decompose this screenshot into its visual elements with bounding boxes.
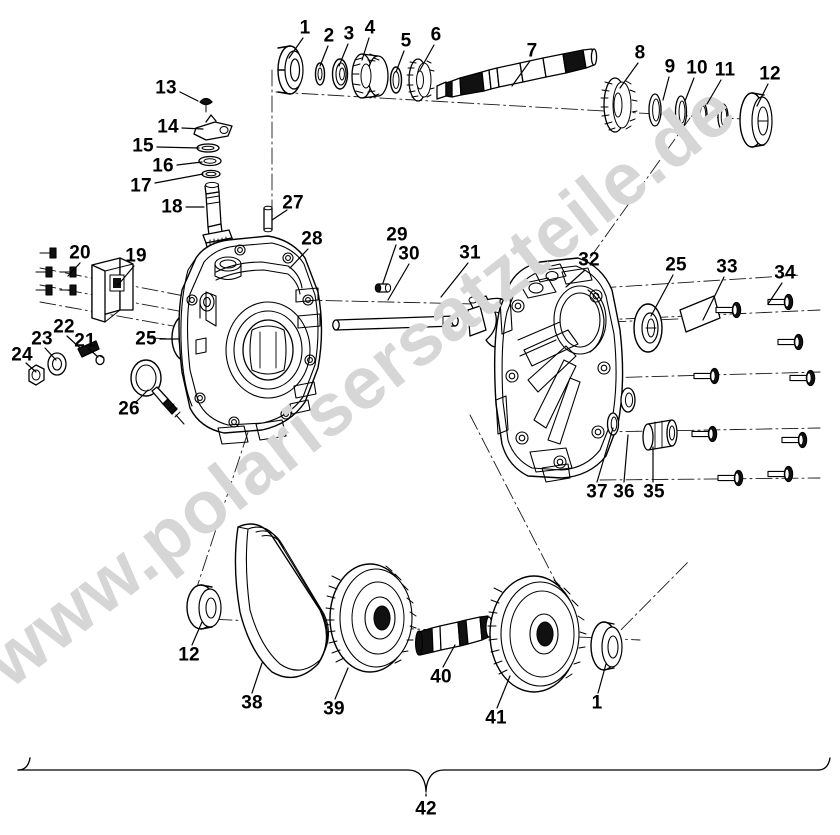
callout-23[interactable]: 23: [31, 328, 53, 350]
callout-37[interactable]: 37: [586, 481, 608, 503]
callout-leader-33: [702, 276, 725, 321]
callout-29[interactable]: 29: [386, 224, 408, 246]
callout-leader-36: [623, 434, 629, 483]
callout-25[interactable]: 25: [135, 328, 157, 350]
callout-leader-1: [288, 37, 304, 59]
callout-leader-13: [179, 91, 199, 102]
callout-33[interactable]: 33: [716, 256, 738, 278]
callout-leader-4: [361, 37, 370, 61]
callout-leader-21: [87, 347, 99, 358]
callout-20[interactable]: 20: [69, 242, 91, 264]
callout-34[interactable]: 34: [774, 262, 796, 284]
callout-leader-29: [382, 244, 397, 284]
callout-leader-30: [387, 263, 410, 301]
callout-21[interactable]: 21: [74, 330, 96, 352]
callout-8[interactable]: 8: [634, 42, 646, 64]
callout-leader-37: [596, 427, 614, 483]
callout-16[interactable]: 16: [152, 155, 174, 177]
callout-1b[interactable]: 1: [591, 692, 603, 714]
callout-22[interactable]: 22: [53, 316, 75, 338]
callout-leader-8: [619, 62, 639, 89]
callout-14[interactable]: 14: [157, 116, 179, 138]
callout-leader-17: [154, 173, 204, 184]
callout-leader-40: [442, 644, 456, 668]
callout-leader-32: [565, 269, 586, 288]
callout-leader-34: [767, 282, 783, 305]
callout-leader-12b: [191, 621, 203, 646]
callout-35[interactable]: 35: [643, 481, 665, 503]
callout-27[interactable]: 27: [282, 192, 304, 214]
callout-leader-10: [684, 77, 695, 102]
callout-1[interactable]: 1: [299, 17, 311, 39]
callout-11[interactable]: 11: [714, 59, 736, 81]
callout-42[interactable]: 42: [415, 798, 437, 820]
callout-leader-3: [338, 43, 349, 67]
callout-leader-26: [135, 389, 149, 403]
callout-24[interactable]: 24: [11, 344, 33, 366]
callout-17[interactable]: 17: [130, 175, 152, 197]
callout-10[interactable]: 10: [686, 57, 708, 79]
callout-leader-31: [440, 262, 469, 298]
callout-31[interactable]: 31: [459, 242, 481, 264]
callout-leader-1b: [597, 663, 607, 694]
callout-leader-23: [44, 347, 57, 361]
callout-18[interactable]: 18: [161, 196, 183, 218]
callout-38[interactable]: 38: [241, 692, 263, 714]
callout-leader-28: [289, 248, 309, 269]
callout-leader-16: [176, 161, 203, 166]
callout-41[interactable]: 41: [485, 707, 507, 729]
callout-leader-2: [319, 45, 329, 67]
callout-leader-38: [251, 662, 263, 694]
callout-leader-25b: [650, 274, 674, 317]
callout-leader-24: [25, 362, 37, 373]
callout-leader-5: [395, 50, 405, 73]
callout-leader-20: [67, 262, 81, 277]
callout-2[interactable]: 2: [323, 25, 335, 47]
callout-leader-19: [117, 265, 135, 286]
callout-leader-22: [66, 335, 81, 349]
callout-leader-11: [706, 79, 722, 105]
callout-12b[interactable]: 12: [178, 644, 200, 666]
callout-5[interactable]: 5: [400, 30, 412, 52]
callout-leader-12: [756, 83, 769, 107]
callout-36[interactable]: 36: [613, 481, 635, 503]
callout-30[interactable]: 30: [398, 243, 420, 265]
callout-leader-27: [271, 209, 288, 221]
callout-28[interactable]: 28: [301, 228, 323, 250]
callout-6[interactable]: 6: [430, 24, 442, 46]
callout-leader-39: [334, 667, 349, 700]
callout-leader-7: [511, 60, 531, 87]
callout-13[interactable]: 13: [155, 77, 177, 99]
callout-leader-9: [662, 76, 670, 101]
callout-leader-14: [181, 127, 204, 130]
callout-leader-15: [156, 146, 200, 149]
callout-39[interactable]: 39: [323, 698, 345, 720]
callout-3[interactable]: 3: [343, 23, 355, 45]
callout-40[interactable]: 40: [430, 666, 452, 688]
callout-25b[interactable]: 25: [665, 254, 687, 276]
callout-9[interactable]: 9: [664, 56, 676, 78]
callout-26[interactable]: 26: [118, 398, 140, 420]
callout-7[interactable]: 7: [526, 40, 538, 62]
callout-leader-41: [496, 675, 511, 709]
callout-32[interactable]: 32: [578, 249, 600, 271]
callout-19[interactable]: 19: [125, 245, 147, 267]
callout-leader-6: [419, 44, 435, 71]
callout-4[interactable]: 4: [364, 17, 376, 39]
callout-15[interactable]: 15: [132, 135, 154, 157]
callout-12[interactable]: 12: [759, 63, 781, 85]
